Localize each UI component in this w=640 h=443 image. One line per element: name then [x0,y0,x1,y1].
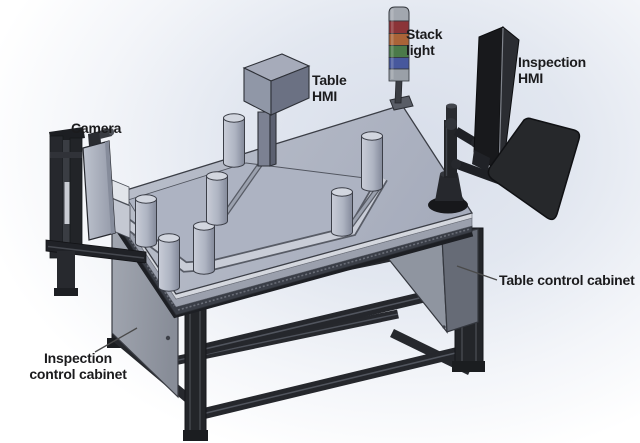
table-hmi-label: Table HMI [312,72,347,104]
front-leg-foot [183,430,208,441]
stack-light-label-line2: light [406,42,435,58]
inspection-cabinet-leader-line [94,327,138,353]
inspection-control-cabinet-label-line1: Inspection [43,350,112,366]
inspection-hmi-assembly [428,25,581,221]
camera-assembly [45,127,147,296]
stack-light-pole [394,79,403,104]
table-cabinet-right-face [441,228,479,333]
stack-light-label: Stack light [406,26,443,58]
inspection-control-cabinet-label: Inspection control cabinet [19,350,137,382]
stack-light-highlight [391,9,394,79]
camera-body-edge [105,141,115,234]
monitor-arm-joint [445,118,457,130]
fixture-post-2 [158,233,180,292]
stack-light [388,6,414,111]
inspection-hmi-label-line2: HMI [518,70,544,86]
fixture-post-5 [223,113,245,168]
front-leg [184,305,207,434]
fixture-posts [135,113,383,292]
stack-light-base-segment [388,68,410,82]
inspection-hmi-label-line1: Inspection [518,54,587,70]
camera-bracket-foot [54,288,78,296]
camera-label: Camera [71,120,121,136]
table-control-cabinet-label: Table control cabinet [499,272,635,288]
table-hmi-box-side [270,65,310,116]
table-hmi-post-side [269,109,277,167]
front-leg-group [183,305,208,441]
stack-light-label-line1: Stack [406,26,443,42]
table-control-cabinet-label-text: Table control cabinet [499,272,635,288]
table-hmi-label-line2: HMI [312,88,338,104]
camera-top-connector [88,131,101,146]
camera-lens-barrel [99,128,112,139]
inner-guide-rail-left [222,158,266,217]
cabinet-hole [165,335,171,341]
stack-light-cap [388,6,410,22]
monitor-arm-knob-stack [446,106,457,122]
table-hmi-label-line1: Table [312,72,347,88]
fixture-post-7 [331,187,353,237]
table-cabinet-leader-line [456,265,498,281]
fixture-post-3 [193,221,215,275]
fixture-post-4 [206,171,228,226]
inspection-control-cabinet-label-line2: control cabinet [29,366,127,382]
leader-lines [94,265,498,353]
inspection-hmi-label: Inspection HMI [518,54,586,86]
fixture-post-1 [135,194,157,248]
table-control-cabinet-panel [381,228,479,334]
camera-mount-slot [64,182,70,224]
camera-bracket-lower [57,251,75,291]
table-hmi-post-front [257,111,271,167]
keyboard-tray [487,117,581,221]
right-leg-foot [452,361,485,372]
camera-label-text: Camera [71,120,122,136]
monitor-arm-cone [435,174,463,201]
monitor-bottom-bracket [472,150,490,172]
table-hmi-unit [242,53,311,167]
camera-lens-cap [108,128,115,136]
monitor-edge-line [498,27,504,172]
fixture-post-6 [361,131,383,192]
camera-mount-crossbar [50,152,82,158]
